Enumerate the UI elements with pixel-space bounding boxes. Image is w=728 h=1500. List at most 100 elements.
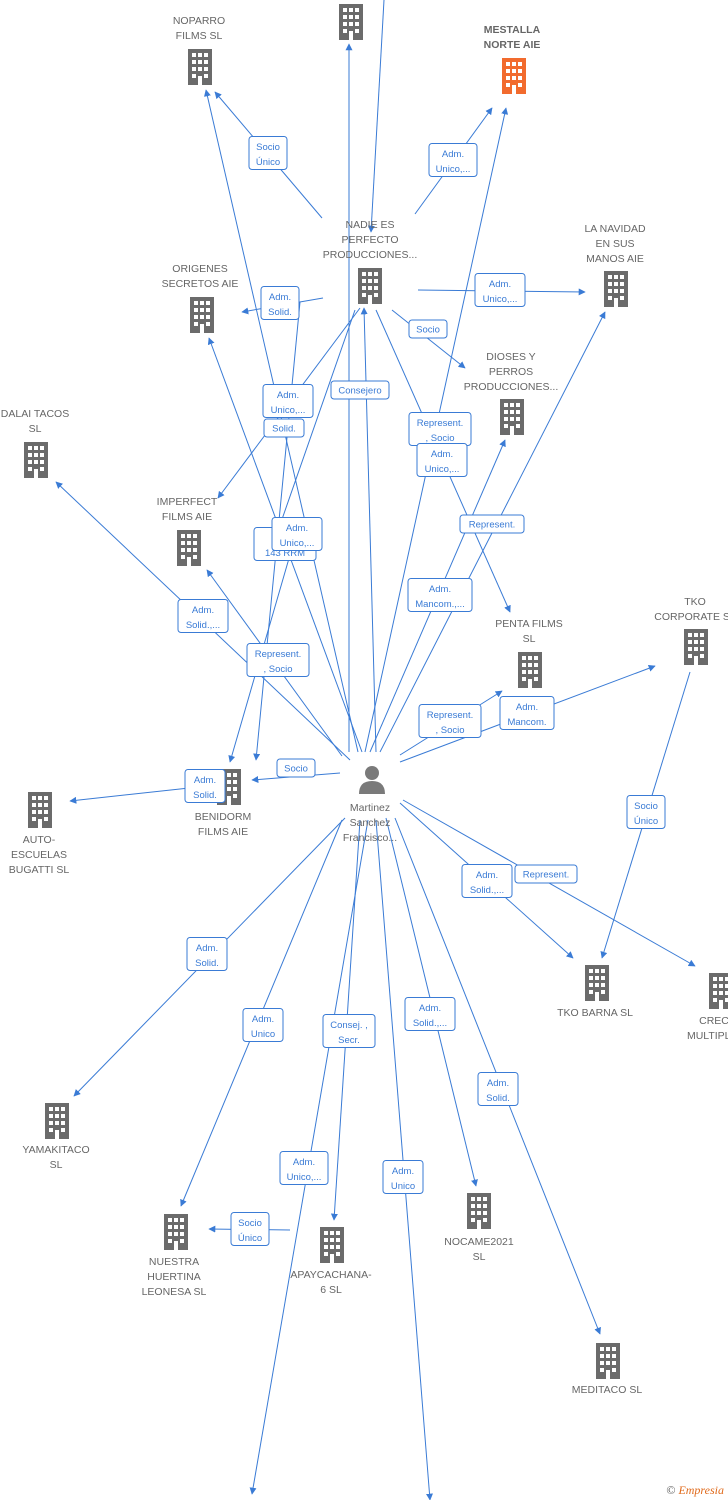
relation-label[interactable]: Adm.Mancom.	[499, 696, 555, 730]
node-label: BENIDORM	[195, 811, 252, 823]
relation-label[interactable]: Adm.Unico,...	[279, 1151, 329, 1185]
node-crec[interactable]: CRECMULTIPLIC	[687, 973, 728, 1042]
relation-label[interactable]: Solid.	[263, 418, 305, 438]
relation-box	[271, 517, 323, 551]
node-label: LA NAVIDAD	[584, 223, 645, 235]
node-label: FILMS SL	[176, 30, 223, 42]
relation-label[interactable]: Represent.	[459, 514, 525, 534]
node-label: 6 SL	[320, 1284, 342, 1296]
relation-box	[461, 864, 513, 898]
node-label: MULTIPLIC	[687, 1030, 728, 1042]
relation-label[interactable]: Adm.Unico,...	[428, 143, 478, 177]
relation-box	[263, 418, 305, 438]
relation-label[interactable]: Adm.Solid.	[186, 937, 228, 971]
relation-label[interactable]: Represent., Socio	[418, 704, 482, 738]
relation-label[interactable]: Adm.Solid.	[260, 286, 300, 320]
relation-label[interactable]: Represent.	[514, 864, 578, 884]
relation-label[interactable]: Represent., Socio	[408, 412, 472, 446]
node-label: NOCAME2021	[444, 1236, 514, 1248]
node-tkobarna[interactable]: TKO BARNA SL	[557, 965, 633, 1019]
relation-box	[474, 273, 526, 307]
relation-text: Único	[238, 1233, 262, 1244]
person-icon	[359, 766, 385, 794]
relation-box	[407, 578, 473, 612]
node-person[interactable]: MartinezSanchezFrancisco...	[343, 766, 397, 844]
relation-text: Adm.	[194, 775, 216, 786]
relation-label[interactable]: Socio	[408, 319, 448, 339]
node-dioses[interactable]: DIOSES YPERROSPRODUCCIONES...	[464, 351, 559, 435]
relation-text: Represent.	[255, 649, 301, 660]
relation-label[interactable]: Adm.Mancom.,...	[407, 578, 473, 612]
relation-label[interactable]: Adm.Unico	[382, 1160, 424, 1194]
node-apaycachana[interactable]: APAYCACHANA-6 SL	[290, 1227, 372, 1296]
relation-text: Solid.	[195, 958, 219, 969]
edge-line	[367, 0, 385, 233]
relation-label[interactable]: Adm. Unico,...	[416, 443, 468, 477]
node-label: DALAI TACOS	[1, 408, 69, 420]
node-label: LEONESA SL	[142, 1286, 207, 1298]
building-icon	[188, 49, 212, 85]
node-meditaco[interactable]: MEDITACO SL	[572, 1343, 643, 1396]
node-label: SL	[523, 633, 536, 645]
node-imperfect[interactable]: IMPERFECT FILMS AIE	[157, 496, 218, 566]
relation-text: Solid.,...	[470, 885, 504, 896]
relation-label[interactable]: Adm.Unico,...	[262, 384, 314, 418]
relation-label[interactable]: Adm.Solid.	[184, 769, 226, 803]
relation-text: Unico,...	[271, 405, 306, 416]
node-penta[interactable]: PENTA FILMS SL	[495, 618, 563, 688]
relation-box	[322, 1014, 376, 1048]
relation-label[interactable]: Consej. ,Secr.	[322, 1014, 376, 1048]
node-label: TKO	[684, 596, 706, 608]
relation-box	[514, 864, 578, 884]
relation-label[interactable]: Adm.Unico,...	[474, 273, 526, 307]
relation-text: Unico,...	[425, 464, 460, 475]
relation-box	[184, 769, 226, 803]
relation-box	[416, 443, 468, 477]
building-icon	[45, 1103, 69, 1139]
building-icon	[164, 1214, 188, 1250]
relation-text: Unico	[391, 1181, 415, 1192]
building-icon	[709, 973, 728, 1009]
node-nadie[interactable]: NADIE ESPERFECTOPRODUCCIONES...	[323, 219, 418, 304]
relation-text: Solid.	[272, 424, 296, 435]
relation-text: Adm.	[431, 449, 453, 460]
relation-label[interactable]: Adm.Solid.,...	[177, 599, 229, 633]
node-label: FILMS AIE	[162, 511, 212, 523]
relation-label[interactable]: Socio	[276, 758, 316, 778]
building-icon	[28, 792, 52, 828]
node-label: IMPERFECT	[157, 496, 218, 508]
relation-text: Adm.	[269, 292, 291, 303]
relation-label[interactable]: Adm.Unico,...	[271, 517, 323, 551]
relation-label[interactable]: Adm.Unico	[242, 1008, 284, 1042]
relation-label[interactable]: Adm.Solid.,...	[404, 997, 456, 1031]
building-icon	[358, 268, 382, 304]
relation-text: Solid.,...	[413, 1018, 447, 1029]
relation-text: Represent.	[427, 710, 473, 721]
relation-label[interactable]: Adm.Solid.,...	[461, 864, 513, 898]
relation-label[interactable]: Consejero	[330, 380, 390, 400]
node-top[interactable]	[339, 4, 363, 40]
brand-logo[interactable]: Empresia	[678, 1483, 724, 1497]
node-label: PENTA FILMS	[495, 618, 563, 630]
node-label: HUERTINA	[147, 1271, 200, 1283]
node-label: ORIGENES	[172, 263, 227, 275]
building-icon	[177, 530, 201, 566]
node-label: Martinez	[350, 802, 390, 814]
relation-box	[499, 696, 555, 730]
relation-label[interactable]: Represent., Socio	[246, 643, 310, 677]
relation-label[interactable]: Adm.Solid.	[477, 1072, 519, 1106]
